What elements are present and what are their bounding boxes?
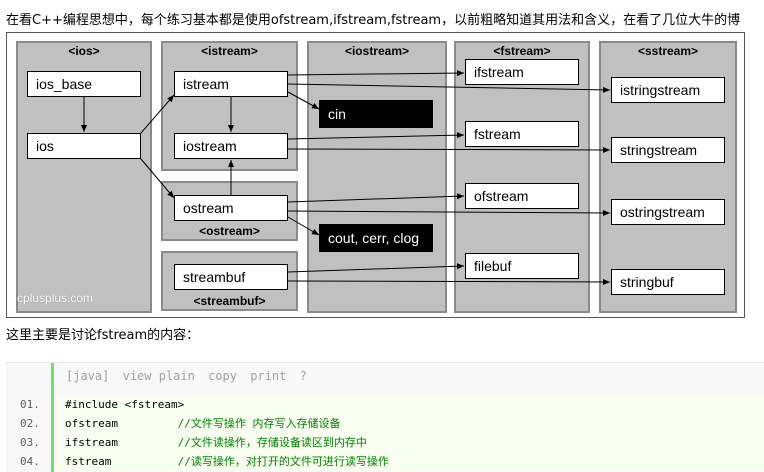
panel-label-ostream: <ostream>	[199, 224, 260, 238]
code-line: 02. ofstream //文件写操作 内存写入存储设备	[6, 414, 764, 433]
code-line: 01. #include <fstream>	[6, 395, 764, 414]
panel-label-streambuf: <streambuf>	[193, 294, 266, 308]
line-text: ifstream //文件读操作，存储设备读区到内存中	[57, 433, 764, 452]
line-text: ofstream //文件写操作 内存写入存储设备	[57, 414, 764, 433]
box-ios-base: ios_base	[27, 71, 141, 97]
line-comment: //读写操作，对打开的文件可进行读写操作	[177, 455, 389, 468]
cplusplus-watermark: cplusplus.com	[17, 291, 94, 305]
code-gutter	[6, 363, 54, 472]
line-comment: //文件读操作，存储设备读区到内存中	[177, 436, 367, 449]
box-stringstream: stringstream	[611, 137, 725, 163]
line-code: fstream	[65, 455, 178, 468]
arrow-ios-to-istream	[140, 94, 175, 134]
box-istringstream: istringstream	[611, 77, 725, 103]
line-number: 04.	[20, 455, 40, 468]
arrow-iostream-to-fstream	[287, 132, 465, 140]
arrow-istream-to-istringstream	[287, 83, 611, 93]
section-intro-text: 这里主要是讨论fstream的内容：	[6, 328, 200, 343]
box-ifstream: ifstream	[465, 59, 579, 85]
line-code: ifstream	[65, 436, 178, 449]
box-iostream: iostream	[174, 133, 288, 159]
intro-paragraph: 在看C++编程思想中，每个练习基本都是使用ofstream,ifstream,f…	[6, 13, 741, 28]
arrow-iostream-to-stringstream	[287, 146, 611, 153]
panel-label-ios: <ios>	[68, 44, 100, 58]
panel-label-sstream: <sstream>	[637, 44, 699, 58]
arrow-ios-to-ostream	[140, 158, 175, 199]
code-toolbar: [java] view plain copy print ?	[66, 369, 313, 383]
code-block: [java] view plain copy print ? 01. #incl…	[6, 362, 764, 472]
line-text: #include <fstream>	[57, 395, 764, 414]
box-streambuf: streambuf	[174, 264, 288, 290]
print-link[interactable]: print	[250, 369, 287, 383]
box-ofstream: ofstream	[465, 183, 579, 209]
line-number: 01.	[20, 398, 40, 411]
code-line: 04. fstream //读写操作，对打开的文件可进行读写操作	[6, 452, 764, 471]
box-ios: ios	[27, 133, 141, 159]
panel-label-fstream: <fstream>	[493, 44, 551, 58]
line-number: 02.	[20, 417, 40, 430]
line-code: ofstream	[65, 417, 178, 430]
arrow-istream-to-cin	[287, 91, 320, 110]
arrow-istream-to-ifstream	[287, 70, 465, 77]
box-fstream: fstream	[465, 121, 579, 147]
box-filebuf: filebuf	[465, 253, 579, 279]
line-number: 03.	[20, 436, 40, 449]
arrow-streambuf-to-filebuf	[287, 263, 465, 273]
arrow-ostream-to-ostringstream	[287, 209, 611, 216]
arrow-streambuf-to-stringbuf	[287, 278, 611, 285]
box-istream: istream	[174, 71, 288, 97]
line-text: fstream //读写操作，对打开的文件可进行读写操作	[57, 452, 764, 471]
box-ostream: ostream	[174, 195, 288, 221]
box-stringbuf: stringbuf	[611, 269, 725, 295]
code-line: 03. ifstream //文件读操作，存储设备读区到内存中	[6, 433, 764, 452]
box-cin: cin	[319, 100, 433, 128]
panel-label-iostream: <iostream>	[344, 44, 410, 58]
box-ostringstream: ostringstream	[611, 199, 725, 225]
code-language-label: [java]	[66, 369, 110, 383]
iostream-library-diagram: <ios> <istream> <ostream> <streambuf> <i…	[6, 32, 745, 318]
panel-label-istream: <istream>	[201, 44, 258, 58]
line-comment: //文件写操作 内存写入存储设备	[177, 417, 341, 430]
view-plain-link[interactable]: view plain	[122, 369, 195, 383]
inheritance-arrows	[81, 70, 611, 285]
arrow-ostream-to-cout	[287, 216, 320, 236]
line-code: #include <fstream>	[65, 398, 185, 411]
help-link[interactable]: ?	[299, 369, 307, 383]
arrow-ostream-to-ofstream	[287, 193, 465, 203]
box-cout-cerr-clog: cout, cerr, clog	[319, 224, 433, 252]
copy-link[interactable]: copy	[208, 369, 237, 383]
